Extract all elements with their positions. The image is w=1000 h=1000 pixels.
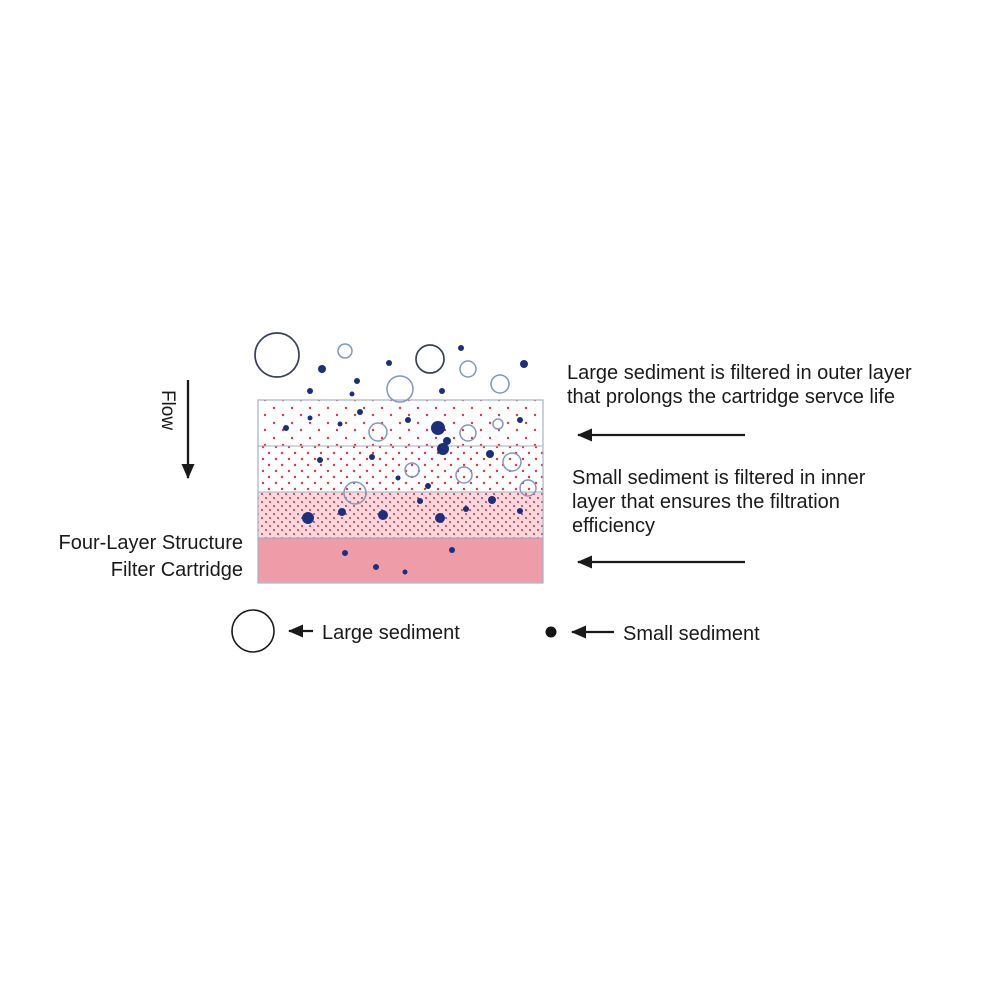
- small-sediment: [488, 496, 496, 504]
- legend-small-sediment-symbol: [545, 626, 557, 638]
- small-sediment: [386, 360, 392, 366]
- small-sediment: [486, 450, 494, 458]
- large-sediment-dark: [415, 344, 445, 374]
- small-sediment: [357, 409, 363, 415]
- small-sediment: [425, 483, 431, 489]
- large-sediment-blue: [343, 481, 367, 505]
- small-sediment: [443, 437, 451, 445]
- small-sediment: [435, 513, 445, 523]
- cartridge-outline: [257, 399, 544, 584]
- layer-3: [258, 492, 543, 538]
- large-sediment-blue: [459, 424, 477, 442]
- flow-indicator: Flow: [157, 380, 195, 479]
- small-sediment: [307, 388, 313, 394]
- small-sediment: [395, 475, 401, 481]
- large-sediment-blue: [492, 418, 504, 430]
- legend-large-label: Large sediment: [322, 622, 460, 644]
- small-sediment: [458, 345, 464, 351]
- large-sediment-dark: [254, 332, 300, 378]
- large-sediment-blue: [502, 452, 522, 472]
- note-inner-line-3: efficiency: [572, 515, 655, 537]
- large-sediment-blue: [368, 422, 388, 442]
- small-sediment: [463, 506, 469, 512]
- large-sediment-blue: [459, 360, 477, 378]
- note-inner-layer: Small sediment is filtered in inner laye…: [572, 467, 866, 569]
- layer-1-texture: [258, 400, 543, 446]
- small-sediment: [378, 510, 388, 520]
- sediment-particles: [254, 332, 537, 575]
- small-sediment: [437, 443, 449, 455]
- legend-small-label: Small sediment: [623, 623, 760, 645]
- legend: Large sediment Small sediment: [231, 609, 760, 653]
- small-sediment: [318, 365, 326, 373]
- small-sediment: [354, 378, 360, 384]
- small-sediment: [337, 421, 343, 427]
- large-sediment-blue: [490, 374, 510, 394]
- legend-large-sediment-symbol: [231, 609, 275, 653]
- cartridge-label: Four-Layer Structure Filter Cartridge: [58, 532, 243, 581]
- note-outer-line-1: Large sediment is filtered in outer laye…: [567, 362, 912, 384]
- small-sediment: [283, 425, 289, 431]
- small-sediment: [520, 360, 528, 368]
- filter-cartridge: [257, 399, 544, 584]
- small-sediment: [373, 564, 379, 570]
- layer-2-texture: [258, 446, 543, 492]
- small-sediment: [431, 421, 445, 435]
- note-inner-line-1: Small sediment is filtered in inner: [572, 467, 866, 489]
- flow-label: Flow: [157, 390, 178, 430]
- small-sediment: [317, 457, 323, 463]
- small-sediment: [307, 415, 313, 421]
- small-sediment: [439, 388, 445, 394]
- small-sediment: [449, 547, 455, 553]
- small-sediment: [342, 550, 348, 556]
- note-inner-line-2: layer that ensures the filtration: [572, 491, 840, 513]
- large-sediment-blue: [337, 343, 353, 359]
- small-sediment: [302, 512, 314, 524]
- small-sediment: [405, 417, 411, 423]
- small-sediment: [417, 498, 423, 504]
- layer-4-inner: [258, 538, 543, 583]
- small-sediment: [338, 508, 346, 516]
- large-sediment-blue: [404, 462, 420, 478]
- small-sediment: [517, 417, 523, 423]
- small-sediment: [369, 454, 375, 460]
- cartridge-label-line-1: Four-Layer Structure: [58, 532, 243, 554]
- note-outer-layer: Large sediment is filtered in outer laye…: [567, 362, 912, 442]
- cartridge-label-line-2: Filter Cartridge: [111, 559, 243, 581]
- large-sediment-blue: [455, 466, 473, 484]
- small-sediment: [517, 508, 523, 514]
- small-sediment: [349, 391, 355, 397]
- large-sediment-blue: [519, 479, 537, 497]
- note-outer-line-2: that prolongs the cartridge servce life: [567, 386, 895, 408]
- large-sediment-blue: [386, 375, 414, 403]
- small-sediment: [402, 569, 408, 575]
